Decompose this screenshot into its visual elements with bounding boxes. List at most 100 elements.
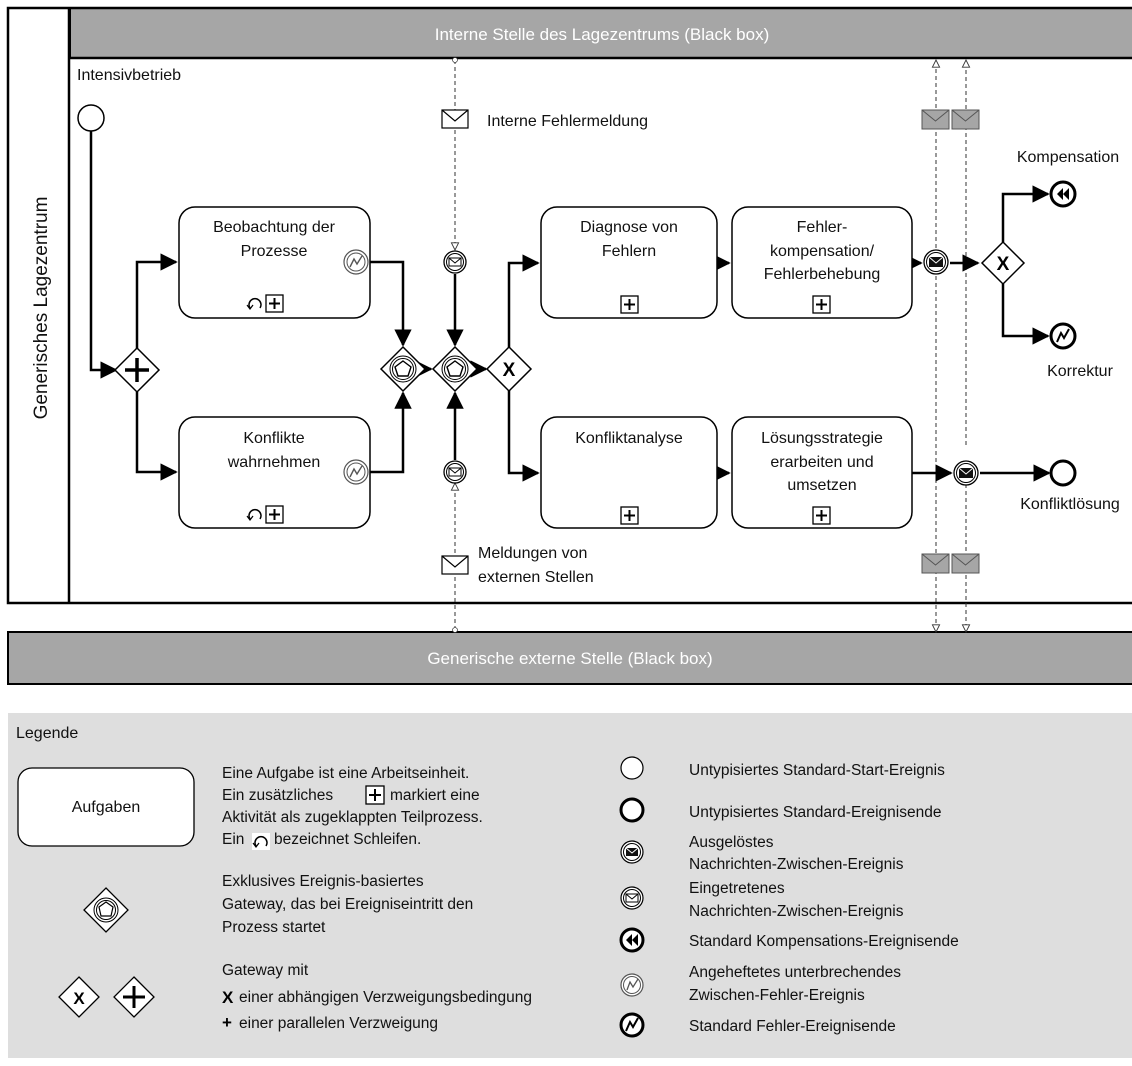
- error-boundary-event-icon: [343, 459, 369, 485]
- legend-exclusive-x: X: [73, 989, 85, 1008]
- legend-task-desc-2a: Ein zusätzliches: [222, 787, 333, 804]
- collapsed-subprocess-icon: [265, 294, 284, 313]
- event-based-gateway-left: [379, 345, 427, 393]
- compensation-end-event-icon: [1049, 180, 1077, 208]
- message-extern-line1: Meldungen von: [478, 545, 587, 562]
- task-konflikte: Konflikte wahrnehmen: [178, 416, 371, 529]
- legend-event-2: Untypisiertes Standard-Ereignisende: [689, 804, 941, 821]
- legend-event-7: Standard Fehler-Ereignisende: [689, 1018, 896, 1035]
- collapsed-subprocess-icon: [812, 295, 831, 314]
- task-diagnose-line1: Diagnose von: [580, 219, 678, 236]
- legend-gateway-desc-2: einer abhängigen Verzweigungsbedingung: [239, 989, 532, 1006]
- top-pool: Interne Stelle des Lagezentrums (Black b…: [69, 7, 1132, 59]
- legend-compensation-end-icon: [619, 927, 645, 953]
- error-end-event-icon: [1049, 322, 1077, 350]
- legend-error-boundary-icon: [620, 973, 644, 997]
- legend-task-desc-4a: Ein: [222, 831, 244, 848]
- bottom-pool-title: Generische externe Stelle (Black box): [427, 649, 712, 668]
- task-loesung-line1: Lösungsstrategie: [761, 430, 883, 447]
- task-fehlerkompensation: Fehler- kompensation/ Fehlerbehebung: [731, 206, 913, 319]
- start-event: [77, 104, 105, 132]
- task-loesung-line2: erarbeiten und: [770, 454, 873, 471]
- task-konflikte-line1: Konflikte: [243, 430, 304, 447]
- collapsed-subprocess-icon: [620, 295, 639, 314]
- subprocess-marker-icon: [365, 785, 385, 805]
- legend-start-event-icon: [620, 756, 644, 780]
- legend-gateway-desc-1: Gateway mit: [222, 962, 309, 979]
- legend-end-event-icon: [619, 797, 645, 823]
- task-fehlerkomp-line1: Fehler-: [797, 219, 848, 236]
- loop-icon: [246, 509, 262, 521]
- legend-parallel-gateway-icon: [113, 976, 155, 1018]
- throwing-message-event-icon: [923, 249, 949, 275]
- task-loesungsstrategie: Lösungsstrategie erarbeiten und umsetzen: [731, 416, 913, 529]
- collapsed-subprocess-icon: [620, 506, 639, 525]
- legend-event-gateway-desc-3: Prozess startet: [222, 919, 326, 936]
- catching-message-event-icon: [443, 250, 467, 274]
- legend-event-4a: Eingetretenes: [689, 880, 785, 897]
- collapsed-subprocess-icon: [265, 505, 284, 524]
- legend-event-6a: Angeheftetes unterbrechendes: [689, 964, 901, 981]
- legend-task-desc-4b: bezeichnet Schleifen.: [274, 831, 421, 848]
- collapsed-subprocess-icon: [812, 506, 831, 525]
- main-pool-title: Generisches Lagezentrum: [31, 197, 52, 420]
- task-fehlerkomp-line2: kompensation/: [770, 243, 875, 260]
- task-diagnose-line2: Fehlern: [602, 243, 656, 260]
- catching-message-event-icon: [443, 460, 467, 484]
- legend-task-desc-2b: markiert eine: [390, 787, 480, 804]
- main-pool: Generisches Lagezentrum Intensivbetrieb: [6, 6, 1132, 605]
- task-konflikte-line2: wahrnehmen: [227, 454, 321, 471]
- task-loesung-line3: umsetzen: [787, 477, 856, 494]
- task-fehlerkomp-line3: Fehlerbehebung: [764, 266, 881, 283]
- legend-task-desc-1: Eine Aufgabe ist eine Arbeitseinheit.: [222, 765, 469, 782]
- legend: Legende Aufgaben Eine Aufgabe ist eine A…: [8, 713, 1132, 1058]
- exclusive-gateway-x: X: [503, 360, 516, 381]
- end-event-konfliktloesung-label: Konfliktlösung: [1020, 496, 1120, 513]
- legend-task-label: Aufgaben: [72, 799, 141, 816]
- parallel-gateway: [113, 346, 161, 394]
- exclusive-gateway-x: X: [997, 254, 1010, 275]
- envelope-filled-icon: [921, 109, 980, 130]
- legend-gateway-x-symbol: X: [222, 988, 234, 1007]
- legend-event-3a: Ausgelöstes: [689, 834, 774, 851]
- legend-exclusive-gateway-icon: X: [58, 976, 100, 1018]
- legend-gateway-plus-symbol: +: [222, 1013, 232, 1032]
- legend-event-6b: Zwischen-Fehler-Ereignis: [689, 987, 865, 1004]
- end-event-kompensation-label: Kompensation: [1017, 149, 1119, 166]
- envelope-icon: [441, 109, 469, 129]
- envelope-icon: [441, 555, 469, 575]
- legend-event-3b: Nachrichten-Zwischen-Ereignis: [689, 856, 904, 873]
- task-konfliktanalyse-line1: Konfliktanalyse: [575, 430, 683, 447]
- lane-title: Intensivbetrieb: [77, 67, 181, 84]
- legend-task-shape: [17, 767, 195, 847]
- legend-event-gateway-icon: [83, 887, 129, 933]
- envelope-filled-icon: [921, 553, 980, 574]
- legend-throwing-message-icon: [620, 840, 644, 864]
- exclusive-gateway-end: X: [980, 240, 1026, 286]
- sequence-flows: [89, 131, 1051, 482]
- top-pool-title: Interne Stelle des Lagezentrums (Black b…: [435, 25, 770, 44]
- task-konfliktanalyse: Konfliktanalyse: [540, 416, 718, 529]
- loop-icon: [246, 298, 262, 310]
- task-beobachtung: Beobachtung der Prozesse: [178, 206, 371, 319]
- end-event-korrektur-label: Korrektur: [1047, 363, 1113, 380]
- loop-marker-icon: [252, 833, 270, 850]
- legend-event-gateway-desc-1: Exklusives Ereignis-basiertes: [222, 873, 424, 890]
- message-intern-label: Interne Fehlermeldung: [487, 113, 648, 130]
- task-diagnose: Diagnose von Fehlern: [540, 206, 718, 319]
- event-based-gateway-right: [431, 345, 479, 393]
- legend-task-desc-3: Aktivität als zugeklappten Teilprozess.: [222, 809, 483, 826]
- exclusive-gateway-split: X: [485, 345, 533, 393]
- legend-title: Legende: [16, 725, 78, 742]
- task-beobachtung-line2: Prozesse: [241, 243, 308, 260]
- task-beobachtung-line1: Beobachtung der: [213, 219, 336, 236]
- legend-event-gateway-desc-2: Gateway, das bei Ereigniseintritt den: [222, 896, 473, 913]
- legend-gateway-desc-3: einer parallelen Verzweigung: [239, 1015, 438, 1032]
- error-boundary-event-icon: [343, 249, 369, 275]
- legend-error-end-icon: [619, 1012, 645, 1038]
- legend-event-5: Standard Kompensations-Ereignisende: [689, 933, 959, 950]
- legend-event-4b: Nachrichten-Zwischen-Ereignis: [689, 903, 904, 920]
- end-event-icon: [1049, 459, 1077, 487]
